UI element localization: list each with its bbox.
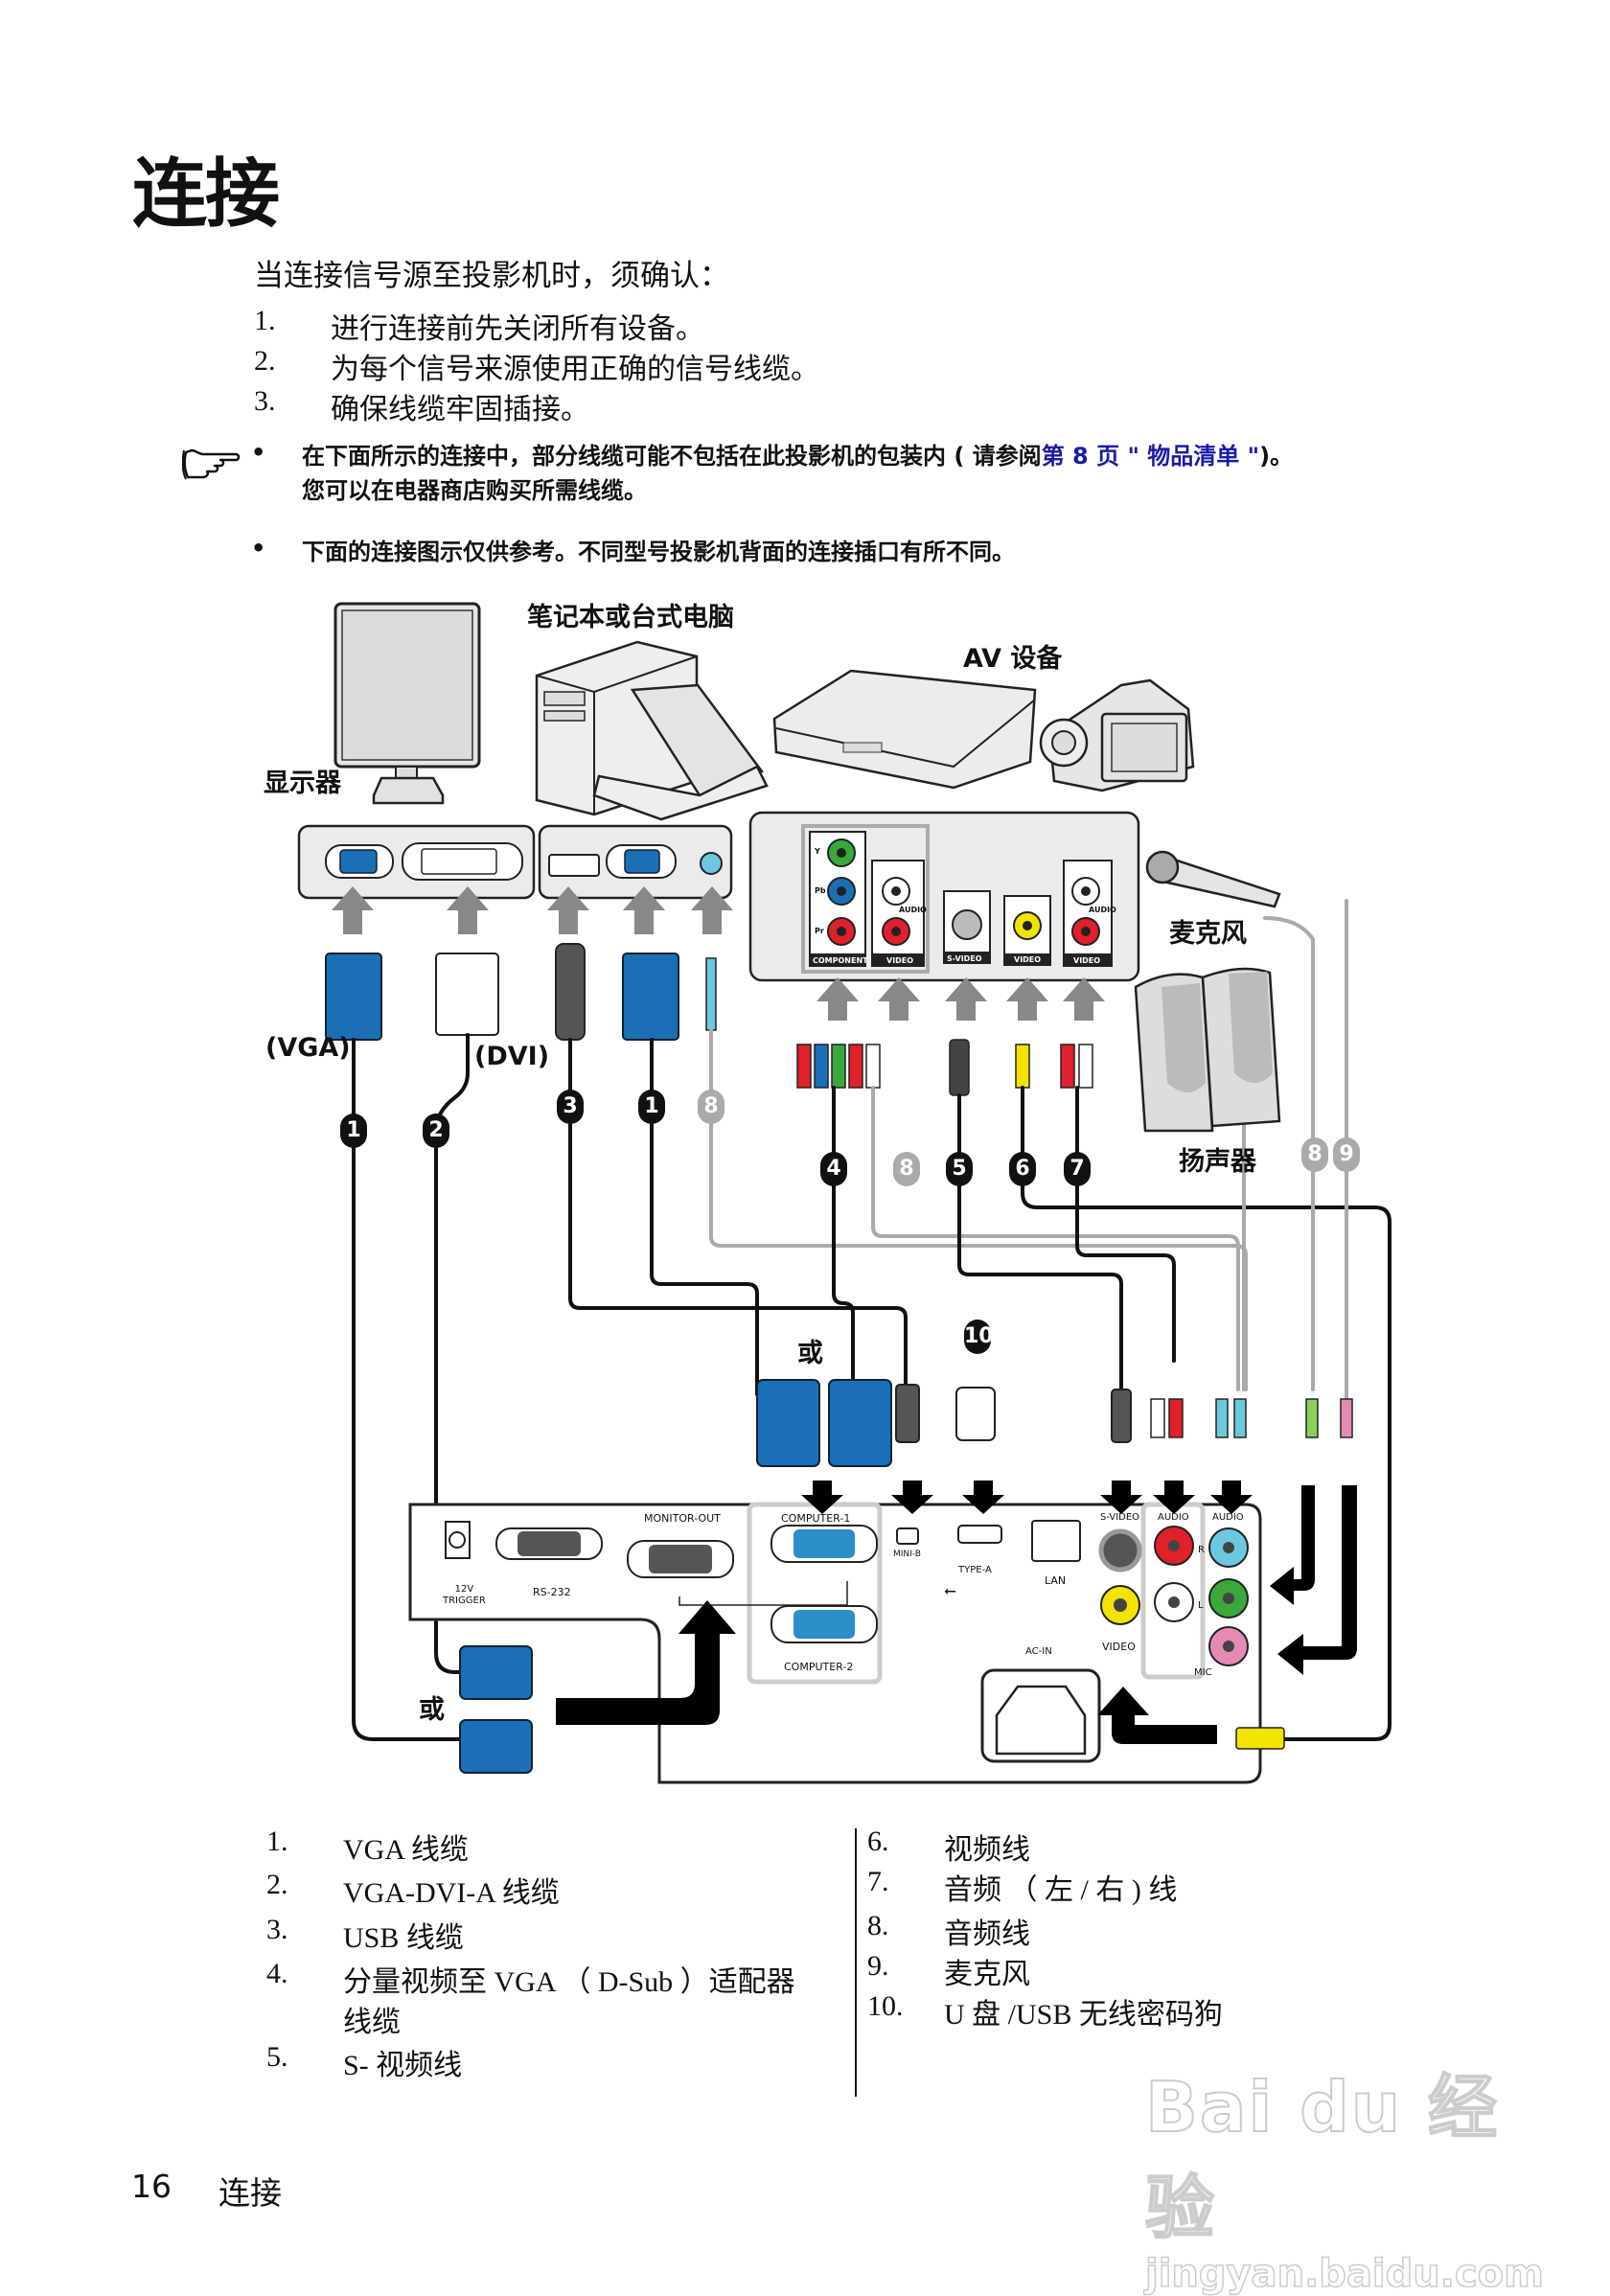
step-text: 进行连接前先关闭所有设备。: [331, 312, 704, 346]
cable-number-badge: 7: [1064, 1152, 1091, 1186]
r-label: R: [1198, 1545, 1205, 1555]
page-number: 16: [131, 2168, 172, 2205]
monitor-out-label: MONITOR-OUT: [644, 1512, 721, 1525]
page-title: 连接: [132, 151, 280, 238]
cable-number-badge: 6: [1009, 1152, 1036, 1186]
av-video-label-2: VIDEO: [1014, 955, 1042, 964]
or-label-bottom: 或: [419, 1695, 445, 1725]
watermark-url: jingyan.baidu.com: [1144, 2251, 1544, 2296]
dvi-tag: (DVI): [474, 1042, 550, 1071]
step-text: 确保线缆牢固插接。: [331, 393, 589, 426]
cable-number-badge: 8: [698, 1090, 724, 1124]
av-label: AV 设备: [963, 644, 1063, 674]
l-label: L: [1198, 1600, 1204, 1611]
av-component-label: COMPONENT: [813, 956, 868, 965]
step-number: 3.: [254, 385, 276, 417]
note-text: 在下面所示的连接中，部分线缆可能不包括在此投影机的包装内 ( 请参阅: [302, 443, 1042, 470]
cable-number-badge: 9: [1333, 1137, 1360, 1172]
projector-back-panel: [408, 1502, 1262, 1784]
step-number: 1.: [254, 305, 276, 336]
item-list-link[interactable]: 第 8 页 " 物品清单 ": [1041, 443, 1260, 470]
cable-number-badge: 3: [557, 1090, 584, 1124]
lan-label: LAN: [1045, 1574, 1067, 1587]
trigger-label-2: TRIGGER: [443, 1596, 486, 1606]
watermark-brand: Bai du 经验: [1144, 2066, 1500, 2249]
cable-number-badge: 8: [893, 1152, 920, 1186]
cable-number-badge: 2: [423, 1114, 449, 1148]
step-text: 为每个信号来源使用正确的信号线缆。: [331, 353, 819, 386]
pointing-hand-icon: [182, 448, 241, 480]
av-video-label-3: VIDEO: [1073, 956, 1101, 965]
speakers-label: 扬声器: [1179, 1147, 1256, 1177]
microphone-label: 麦克风: [1169, 919, 1247, 949]
av-svideo-label: S-VIDEO: [947, 954, 982, 963]
audio-port-label-2: AUDIO: [1212, 1512, 1244, 1523]
audio-port-label-1: AUDIO: [1158, 1512, 1189, 1523]
step-number: 2.: [254, 345, 276, 377]
trigger-label-1: 12V: [454, 1584, 474, 1595]
footer-section-title: 连接: [218, 2174, 282, 2212]
ac-in-label: AC-IN: [1025, 1646, 1052, 1657]
mini-b-label: MINI-B: [893, 1550, 921, 1559]
cable-number-badge: 8: [1301, 1137, 1328, 1172]
monitor-illustration: [334, 602, 481, 805]
computer-illustration: [535, 640, 769, 821]
note-text: 下面的连接图示仅供参考。不同型号投影机背面的连接插口有所不同。: [302, 539, 1015, 565]
cable-number-badge: 5: [946, 1152, 973, 1186]
computer2-label: COMPUTER-2: [784, 1661, 854, 1673]
microphone-illustration: [1145, 850, 1281, 908]
cable-number-badge: 4: [820, 1152, 847, 1186]
computer1-label: COMPUTER-1: [781, 1512, 851, 1525]
note-text-end: )。: [1259, 443, 1294, 470]
bullet: •: [251, 439, 266, 466]
type-a-label: TYPE-A: [958, 1565, 992, 1575]
legend-divider: [855, 1828, 857, 2097]
usb-icon: ⭠: [944, 1581, 956, 1599]
svideo-port-label: S-VIDEO: [1100, 1512, 1140, 1523]
av-pb-label: Pb: [815, 886, 826, 895]
or-label-top: 或: [797, 1339, 823, 1368]
connection-diagram: 显示器 笔记本或台式电脑 AV 设备 麦克风 扬声器 (VGA) (DVI) 或…: [0, 575, 1610, 1802]
monitor-label: 显示器: [264, 769, 341, 798]
intro-text: 当连接信号源至投影机时，须确认：: [254, 259, 729, 293]
note-text-line2: 您可以在电器商店购买所需线缆。: [302, 477, 647, 504]
av-audio-label: AUDIO: [899, 906, 927, 914]
mic-port-label: MIC: [1194, 1667, 1212, 1678]
camcorder-illustration: [1039, 678, 1195, 792]
dvd-player-illustration: [772, 669, 1037, 790]
av-y-label: Y: [815, 847, 820, 856]
bullet: •: [251, 535, 266, 562]
video-port-label: VIDEO: [1102, 1641, 1136, 1653]
watermark: Bai du 经验 jingyan.baidu.com: [1144, 2051, 1548, 2296]
vga-tag: (VGA): [265, 1033, 351, 1063]
cable-number-badge: 10: [964, 1320, 994, 1354]
cable-number-badge: 1: [638, 1090, 665, 1124]
av-video-label: VIDEO: [886, 956, 914, 965]
av-pr-label: Pr: [815, 927, 824, 935]
speakers-illustration: [1134, 967, 1281, 1133]
rs232-label: RS-232: [533, 1586, 571, 1598]
computer-label: 笔记本或台式电脑: [527, 603, 734, 632]
diagram-art: [297, 602, 1392, 1784]
av-audio-label-2: AUDIO: [1089, 906, 1116, 914]
cable-number-badge: 1: [340, 1114, 367, 1148]
